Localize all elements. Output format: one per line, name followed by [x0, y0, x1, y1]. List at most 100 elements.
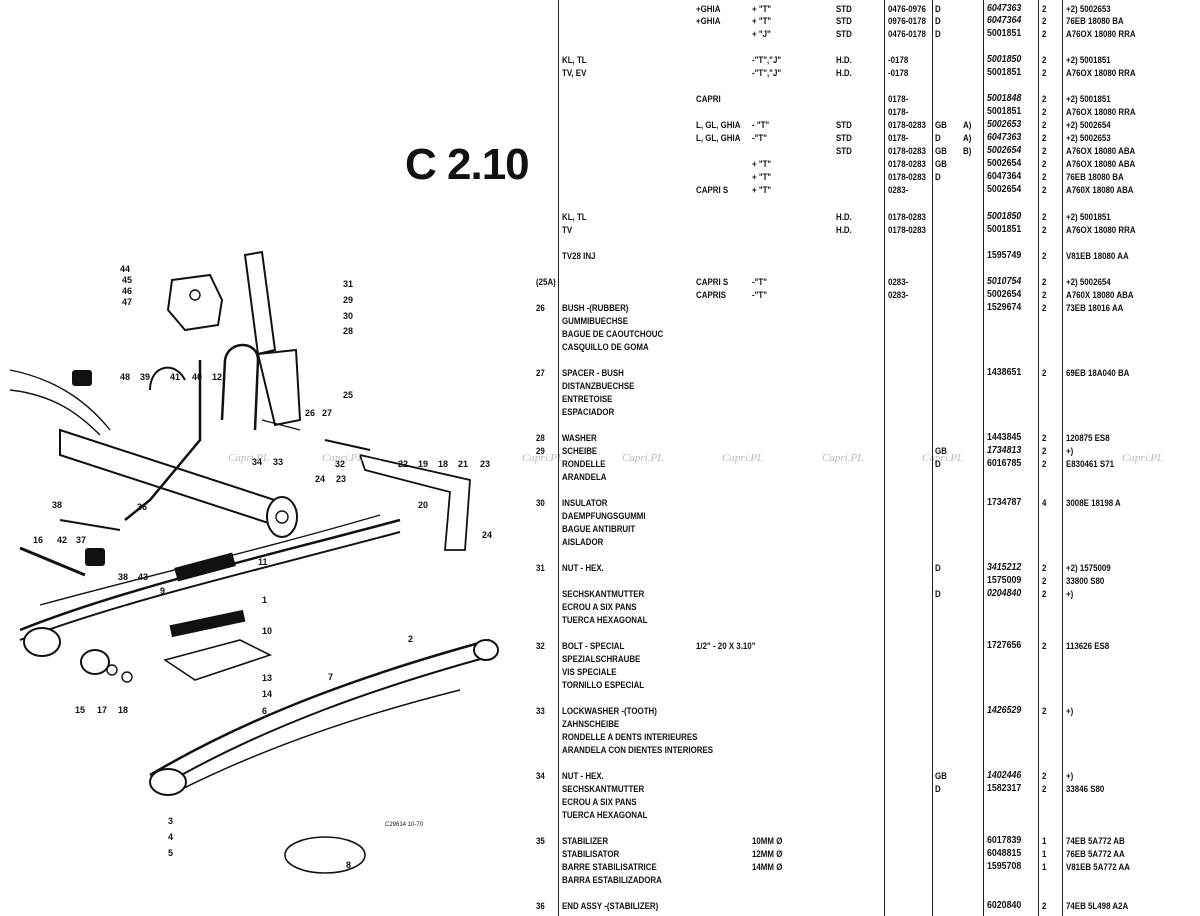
- cell-desc: TORNILLO ESPECIAL: [562, 680, 645, 690]
- cell-desc: BUSH -(RUBBER): [562, 303, 629, 313]
- column-rule: [884, 0, 885, 916]
- callout-44: 44: [120, 264, 130, 274]
- cell-part: 1575009: [987, 575, 1022, 586]
- cell-part: 0204840: [987, 588, 1022, 599]
- cell-cond: + "T": [752, 172, 772, 182]
- callout-20: 20: [418, 500, 428, 510]
- callout-46: 46: [122, 286, 132, 296]
- cell-part: 6047364: [987, 171, 1022, 182]
- cell-part: 5010754: [987, 276, 1022, 287]
- cell-desc: BARRE STABILISATRICE: [562, 862, 657, 872]
- cell-item: 35: [536, 836, 545, 846]
- cell-qty: 4: [1042, 498, 1047, 508]
- cell-part: 5001851: [987, 224, 1022, 235]
- cell-cond: -"T","J": [752, 68, 782, 78]
- callout-48: 48: [120, 372, 130, 382]
- table-row: BARRA ESTABILIZADORA: [0, 874, 1200, 886]
- cell-type: STD: [836, 120, 852, 130]
- cell-part: 1443845: [987, 432, 1022, 443]
- cell-desc: DAEMPFUNGSGUMMI: [562, 511, 646, 521]
- callout-5: 5: [168, 848, 173, 858]
- cell-item: 34: [536, 771, 545, 781]
- cell-part: 5001850: [987, 54, 1022, 65]
- table-row: ARANDELA: [0, 471, 1200, 483]
- cell-part: 5001851: [987, 106, 1022, 117]
- cell-cond: + "T": [752, 16, 772, 26]
- cell-part: 5002654: [987, 158, 1022, 169]
- cell-qty: 2: [1042, 290, 1047, 300]
- cell-desc: NUT - HEX.: [562, 771, 604, 781]
- cell-part: 5002654: [987, 184, 1022, 195]
- page-title: C 2.10: [405, 140, 530, 189]
- cell-part: 6020840: [987, 900, 1022, 911]
- cell-part: 1582317: [987, 783, 1022, 794]
- cell-ab: A): [963, 133, 972, 143]
- cell-cond: + "T": [752, 4, 772, 14]
- cell-note: +): [1066, 446, 1074, 456]
- callout-38b: 38: [118, 572, 128, 582]
- cell-note: 73EB 18016 AA: [1066, 303, 1124, 313]
- watermark: Capri.PL: [822, 452, 864, 464]
- cell-qty: 1: [1042, 862, 1047, 872]
- cell-desc: DISTANZBUECHSE: [562, 381, 635, 391]
- cell-part: 5002653: [987, 119, 1022, 130]
- callout-22: 22: [398, 459, 408, 469]
- callout-27: 27: [322, 408, 332, 418]
- cell-gb: D: [935, 16, 941, 26]
- callout-30: 30: [343, 311, 353, 321]
- cell-qty: 2: [1042, 771, 1047, 781]
- cell-ab: B): [963, 146, 972, 156]
- cell-desc: STABILISATOR: [562, 849, 620, 859]
- table-row: VIS SPECIALE: [0, 666, 1200, 678]
- cell-qty: 2: [1042, 459, 1047, 469]
- cell-item: 31: [536, 563, 545, 573]
- cell-date: 0178-0283: [888, 172, 926, 182]
- cell-part: 1727656: [987, 640, 1022, 651]
- cell-part: 1734787: [987, 497, 1022, 508]
- callout-12: 12: [212, 372, 222, 382]
- table-row: ENTRETOISE: [0, 393, 1200, 405]
- cell-part: 1529674: [987, 302, 1022, 313]
- cell-cond: + "T": [752, 185, 772, 195]
- callout-29: 29: [343, 295, 353, 305]
- callout-24b: 24: [482, 530, 492, 540]
- callout-36: 36: [137, 502, 147, 512]
- cell-desc: BAGUE ANTIBRUIT: [562, 524, 636, 534]
- cell-cond: -"T","J": [752, 55, 782, 65]
- diagram-note: C29614 10-70: [385, 822, 424, 828]
- cell-qty: 2: [1042, 563, 1047, 573]
- cell-item: (25A): [536, 277, 556, 287]
- watermark: Capri.PL: [322, 452, 364, 464]
- cell-model: 1/2" - 20 X 3.10": [696, 641, 756, 651]
- cell-note: A76OX 18080 ABA: [1066, 159, 1136, 169]
- cell-qty: 2: [1042, 589, 1047, 599]
- cell-item: 32: [536, 641, 545, 651]
- cell-desc: INSULATOR: [562, 498, 608, 508]
- callout-24: 24: [315, 474, 325, 484]
- cell-desc: WASHER: [562, 433, 597, 443]
- cell-type: H.D.: [836, 225, 852, 235]
- cell-model: +GHIA: [696, 16, 721, 26]
- watermark: Capri.PL: [722, 452, 764, 464]
- cell-cond: -"T": [752, 277, 767, 287]
- cell-date: 0178-: [888, 133, 909, 143]
- cell-desc: SPEZIALSCHRAUBE: [562, 654, 641, 664]
- cell-note: +2) 5001851: [1066, 94, 1111, 104]
- cell-part: 6047363: [987, 3, 1022, 14]
- callout-17: 17: [97, 705, 107, 715]
- cell-part: 6047364: [987, 15, 1022, 26]
- cell-gb: GB: [935, 120, 947, 130]
- cell-model: CAPRI S: [696, 277, 729, 287]
- callout-11: 11: [258, 557, 268, 567]
- cell-desc: KL, TL: [562, 212, 587, 222]
- cell-date: 0178-: [888, 107, 909, 117]
- cell-qty: 2: [1042, 68, 1047, 78]
- cell-date: 0283-: [888, 185, 909, 195]
- cell-part: 5001850: [987, 211, 1022, 222]
- cell-note: +2) 5002653: [1066, 133, 1111, 143]
